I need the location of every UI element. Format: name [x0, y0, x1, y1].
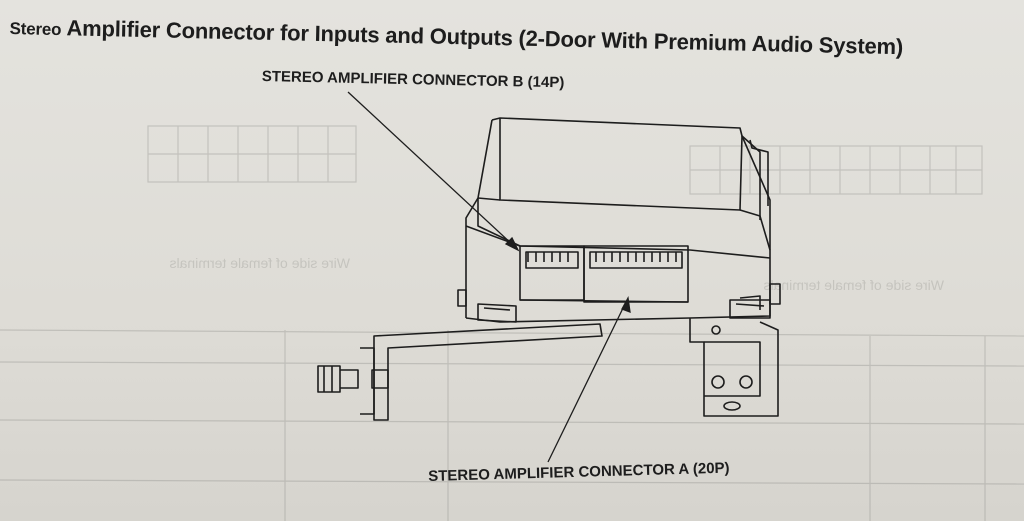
ghost-caption-left: Wire side of female terminals	[169, 255, 350, 271]
clip-left	[477, 303, 517, 323]
housing-front-edge	[465, 225, 771, 259]
bracket-right	[689, 318, 779, 417]
clip-right	[729, 299, 771, 319]
ghost-connector-left	[147, 125, 357, 183]
arrowhead-a	[621, 295, 631, 313]
ghost-connector-right	[689, 145, 983, 195]
housing-top-face	[499, 118, 743, 211]
leader-line-a	[547, 301, 627, 463]
arrowhead-b	[504, 236, 520, 252]
ghost-caption-right: Wire side of female terminals	[763, 277, 944, 293]
housing-left-outline	[465, 119, 493, 318]
housing-top-outline	[491, 117, 771, 290]
bracket-left	[373, 323, 603, 421]
bracket-bolt	[317, 365, 341, 393]
leader-line-b	[347, 91, 515, 247]
